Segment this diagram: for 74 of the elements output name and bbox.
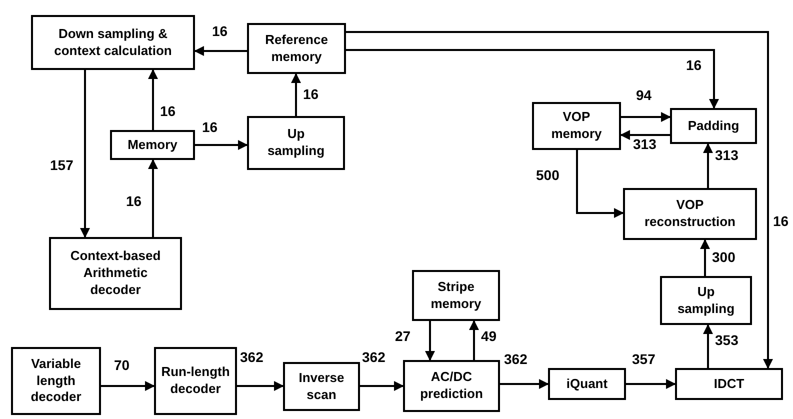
box-label: Up sampling	[266, 126, 326, 160]
arrow	[626, 379, 676, 389]
edge-label: 362	[362, 350, 386, 364]
edge-label: 27	[395, 329, 411, 343]
arrow	[148, 69, 158, 130]
edge-label: 353	[715, 333, 738, 347]
arrow	[194, 46, 247, 56]
edge-label: 362	[504, 352, 528, 366]
process-box	[532, 102, 621, 150]
box-label: AC/DC prediction	[419, 369, 484, 403]
process-box	[660, 276, 752, 325]
arrow	[346, 31, 773, 369]
box-label: Context-based Arithmetic decoder	[69, 248, 162, 299]
process-box	[11, 347, 101, 415]
edge-label: 313	[715, 148, 738, 162]
process-box	[110, 130, 195, 160]
edge-label: 500	[536, 168, 560, 182]
arrow	[148, 159, 158, 237]
process-box	[49, 237, 182, 310]
box-label: VOP memory	[550, 109, 603, 143]
arrow	[195, 140, 248, 150]
arrow	[703, 324, 713, 368]
edge-label: 362	[240, 350, 264, 364]
box-label: Variable length decoder	[30, 356, 82, 406]
arrow	[576, 150, 624, 218]
process-box	[675, 368, 783, 400]
box-label: iQuant	[566, 376, 608, 392]
arrow	[360, 381, 404, 391]
box-label: Reference memory	[264, 32, 329, 66]
arrow	[425, 321, 435, 361]
process-box	[623, 188, 757, 240]
process-box	[283, 362, 360, 411]
box-label: Memory	[128, 136, 178, 154]
arrow	[700, 239, 710, 276]
edge-label: 300	[712, 250, 736, 264]
box-label: Inverse scan	[298, 370, 346, 404]
arrow	[620, 130, 670, 140]
edge-label: 157	[50, 158, 74, 172]
process-box	[154, 347, 237, 415]
process-box	[412, 270, 500, 321]
edge-label: 16	[303, 87, 319, 101]
arrow	[346, 49, 719, 109]
arrow	[101, 381, 155, 391]
process-box	[31, 15, 195, 70]
box-label: Run-length decoder	[160, 364, 231, 398]
box-label: VOP reconstruction	[643, 197, 736, 231]
arrow	[291, 73, 301, 116]
edge-label: 16	[773, 214, 789, 228]
edge-label: 16	[126, 194, 142, 208]
process-box	[403, 360, 500, 412]
edge-label: 16	[212, 24, 228, 38]
process-box	[247, 116, 345, 170]
process-box	[247, 23, 346, 74]
edge-label: 357	[632, 352, 656, 366]
box-label: IDCT	[714, 376, 744, 392]
arrow	[500, 379, 549, 389]
process-box	[670, 108, 757, 144]
arrow	[703, 143, 713, 188]
box-label: Down sampling & context calculation	[53, 26, 173, 60]
edge-label: 16	[686, 58, 702, 72]
edge-label: 70	[114, 358, 130, 372]
box-label: Stripe memory	[430, 278, 482, 312]
edge-label: 16	[202, 120, 218, 134]
arrow	[80, 70, 90, 238]
edge-label: 49	[481, 329, 497, 343]
edge-label: 94	[636, 88, 652, 102]
process-box	[548, 368, 626, 400]
box-label: Padding	[688, 118, 740, 134]
edge-label: 313	[633, 137, 656, 151]
arrow	[469, 320, 479, 360]
edge-label: 16	[160, 104, 176, 118]
box-label: Up sampling	[676, 284, 736, 318]
arrow	[237, 381, 284, 391]
arrow	[621, 112, 671, 122]
